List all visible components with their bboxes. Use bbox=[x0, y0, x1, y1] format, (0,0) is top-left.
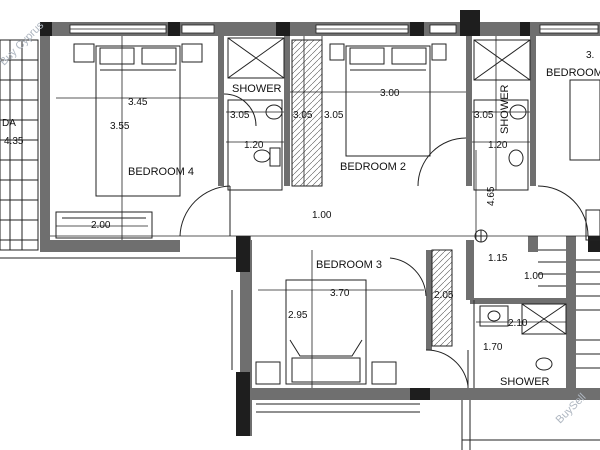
room-label-bedroom-right: BEDROOM bbox=[546, 67, 600, 79]
dim-top-right-partial: 3. bbox=[586, 50, 594, 61]
shower-label-left: SHOWER bbox=[232, 83, 282, 95]
dim-shower1-depth: 3.05 bbox=[230, 110, 250, 121]
dim-shower2-depth: 3.05 bbox=[474, 110, 494, 121]
left-partial-label: DA bbox=[2, 118, 16, 129]
bedroom3 bbox=[231, 249, 469, 413]
shower-label-bottom: SHOWER bbox=[500, 376, 550, 388]
room-label-bedroom2: BEDROOM 2 bbox=[340, 161, 406, 173]
bedroom-right bbox=[537, 79, 600, 241]
dim-b2-depth-right: 3.05 bbox=[324, 110, 344, 121]
dim-b4-closet: 2.00 bbox=[91, 220, 111, 231]
columns bbox=[40, 10, 600, 436]
dim-b3-depth: 2.95 bbox=[288, 310, 308, 321]
dim-left-edge: 4.35 bbox=[4, 136, 24, 147]
windows-top bbox=[69, 24, 599, 34]
dim-shower3-width: 2.10 bbox=[508, 318, 528, 329]
dim-b3-width: 3.70 bbox=[330, 288, 350, 299]
dim-landing: 1.15 bbox=[488, 253, 508, 264]
dim-b3-closet: 2.05 bbox=[434, 290, 454, 301]
shower-label-middle: SHOWER bbox=[499, 84, 511, 134]
dim-b4-depth: 3.55 bbox=[110, 121, 130, 132]
bedroom4 bbox=[55, 43, 231, 239]
bottom-railing bbox=[461, 400, 600, 450]
dim-b2-depth-left: 3.05 bbox=[293, 110, 313, 121]
room-label-bedroom4: BEDROOM 4 bbox=[128, 166, 194, 178]
dim-b4-width: 3.45 bbox=[128, 97, 148, 108]
dim-stair: 1.00 bbox=[524, 271, 544, 282]
dim-b2-width: 3.00 bbox=[380, 88, 400, 99]
hall bbox=[474, 229, 600, 369]
dim-corridor: 1.00 bbox=[312, 210, 332, 221]
dim-hall-depth: 4.65 bbox=[486, 186, 497, 206]
dimension-lines bbox=[50, 36, 600, 388]
dim-shower3-depth: 1.70 bbox=[483, 342, 503, 353]
left-balcony bbox=[0, 39, 240, 259]
dim-shower2-width: 1.20 bbox=[488, 140, 508, 151]
dim-shower1-width: 1.20 bbox=[244, 140, 264, 151]
watermark-top-left: Buy Cyprus bbox=[0, 19, 47, 68]
room-label-bedroom3: BEDROOM 3 bbox=[316, 259, 382, 271]
shower1 bbox=[223, 37, 285, 191]
shower2 bbox=[473, 39, 531, 191]
